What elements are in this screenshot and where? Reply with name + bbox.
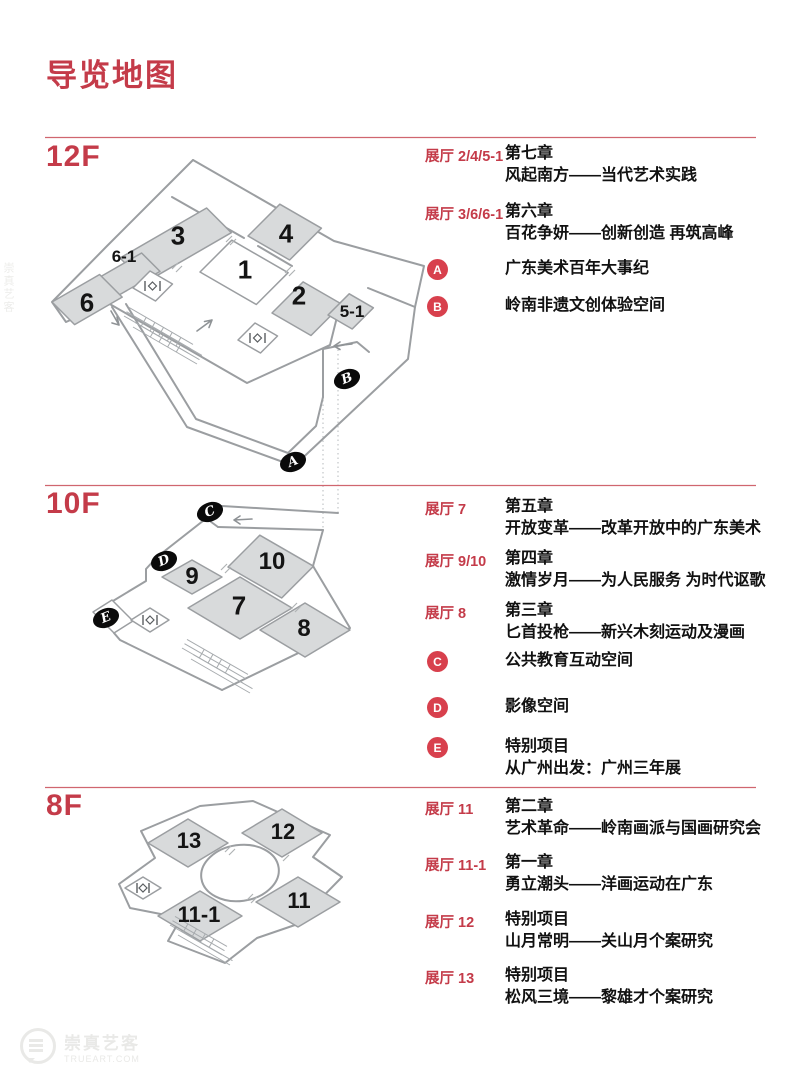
- page-title: 导览地图: [46, 58, 178, 93]
- elevator-icon: [124, 876, 162, 900]
- legend-hall: 展厅 3/6/6-1: [425, 207, 504, 223]
- room-shape-11: [255, 876, 341, 928]
- arrow-down-icon: [110, 310, 120, 326]
- room-shape-2: [271, 281, 343, 337]
- watermark: 崇真艺客 TRUEART.COM: [20, 1028, 140, 1064]
- legend-entry: 第七章 风起南方——当代艺术实践: [505, 145, 698, 184]
- room-shape-12: [241, 808, 323, 858]
- floor-label-10f: 10F: [46, 487, 101, 520]
- watermark-vertical: 崇真艺客: [2, 262, 14, 314]
- legend-entry: 影像空间: [505, 698, 570, 715]
- elevator-icon: [130, 607, 170, 633]
- room-label: 8: [297, 615, 311, 642]
- room-label: 6-1: [111, 247, 137, 266]
- legend-entry: 公共教育互动空间: [505, 652, 634, 669]
- legend-entry: 广东美术百年大事纪: [505, 260, 650, 277]
- legend-badge-b: B: [427, 296, 448, 317]
- floorplan-8f: [118, 800, 343, 966]
- room-label: 13: [176, 828, 202, 853]
- room-shape-10: [227, 534, 315, 599]
- legend-hall: 展厅 11: [425, 802, 474, 818]
- legend-badge-d: D: [427, 697, 448, 718]
- arrow-left-icon: [233, 515, 253, 525]
- floor-label-8f: 8F: [46, 789, 84, 822]
- watermark-logo-icon: [20, 1028, 56, 1064]
- room-label: 4: [278, 218, 294, 249]
- watermark-domain: TRUEART.COM: [64, 1053, 140, 1064]
- escalator-icon: [123, 306, 203, 365]
- arrow-up-right-icon: [196, 319, 213, 332]
- room-label: 5-1: [339, 302, 365, 321]
- room-label: 7: [231, 590, 247, 621]
- room-shape-9: [161, 559, 223, 595]
- legend-hall: 展厅 11-1: [425, 858, 487, 874]
- escalator-icon: [181, 638, 253, 694]
- room-label: 6: [79, 287, 95, 318]
- legend-hall: 展厅 8: [425, 606, 467, 622]
- legend-badge-c: C: [427, 651, 448, 672]
- legend-entry: 第二章 艺术革命——岭南画派与国画研究会: [505, 798, 762, 837]
- room-shape-1: [199, 239, 289, 306]
- escalator-icon: [169, 915, 233, 966]
- room-shape-11-1: [157, 890, 243, 942]
- legend-hall: 展厅 12: [425, 915, 475, 931]
- room-label: 9: [185, 563, 199, 590]
- room-label: 3: [170, 220, 186, 251]
- elevator-icon: [132, 270, 174, 302]
- room-label: 1: [237, 254, 253, 285]
- room-label: 10: [258, 548, 286, 575]
- arrow-left-icon: [333, 341, 353, 351]
- floorplan-12f: [51, 159, 425, 467]
- legend-hall: 展厅 13: [425, 971, 475, 987]
- legend-hall: 展厅 7: [425, 502, 467, 518]
- elevator-icon: [237, 322, 279, 354]
- watermark-brand: 崇真艺客: [64, 1033, 140, 1053]
- legend-entry: 第四章 激情岁月——为人民服务 为时代讴歌: [505, 550, 766, 589]
- room-label: 11-1: [177, 902, 221, 927]
- room-label: 2: [291, 280, 307, 311]
- rotunda: [200, 843, 280, 903]
- room-label: 12: [270, 819, 296, 844]
- legend-entry: 第一章 勇立潮头——洋画运动在广东: [505, 854, 714, 893]
- room-shape-4: [247, 203, 323, 261]
- legend-entry: 岭南非遗文创体验空间: [505, 297, 666, 314]
- legend-entry: 特别项目 从广州出发：广州三年展: [505, 738, 682, 777]
- room-label: 11: [287, 888, 311, 913]
- room-shape-5-1: [327, 293, 375, 330]
- legend-entry: 特别项目 松风三境——黎雄才个案研究: [505, 967, 714, 1006]
- legend-entry: 特别项目 山月常明——关山月个案研究: [505, 911, 714, 950]
- floorplan-10f: [92, 505, 351, 694]
- legend-hall: 展厅 2/4/5-1: [425, 149, 504, 165]
- legend-badge-a: A: [427, 259, 448, 280]
- legend-entry: 第三章 匕首投枪——新兴木刻运动及漫画: [505, 602, 746, 641]
- legend-hall: 展厅 9/10: [425, 554, 487, 570]
- room-shape-6: [51, 273, 123, 326]
- legend-entry: 第五章 开放变革——改革开放中的广东美术: [505, 498, 762, 537]
- room-shape-8: [259, 602, 351, 658]
- room-shape-13: [147, 818, 229, 868]
- floor-label-12f: 12F: [46, 140, 101, 173]
- legend-badge-e: E: [427, 737, 448, 758]
- legend-entry: 第六章 百花争妍——创新创造 再筑高峰: [505, 203, 734, 242]
